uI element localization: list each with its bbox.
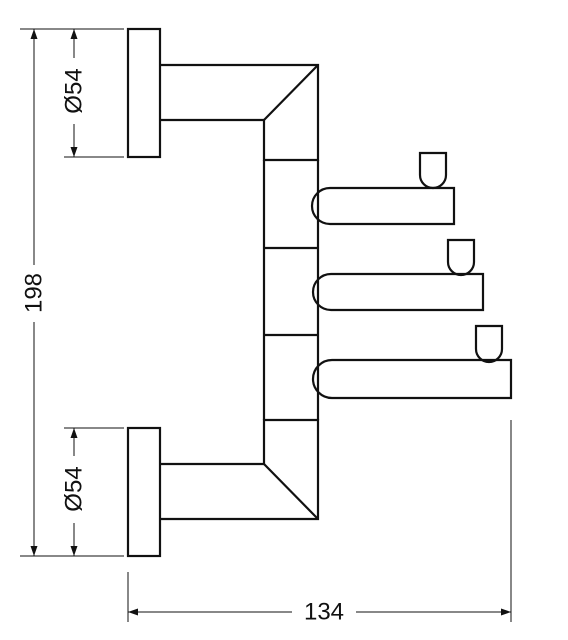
swivel-hook-1: [310, 151, 456, 226]
bottom-wall-flange: [126, 426, 162, 558]
pivot-column: [262, 160, 320, 420]
overall-depth-label: 134: [304, 599, 344, 626]
overall-height-label: 198: [21, 273, 48, 313]
bottom-arm: [160, 418, 320, 521]
bottom-arm-miter: [263, 463, 319, 520]
swivel-hook-2: [311, 238, 485, 312]
top-arm: [160, 63, 320, 162]
top-arm-miter: [263, 64, 319, 121]
top-flange-diameter-label: Ø54: [61, 68, 88, 113]
top-wall-flange: [126, 27, 162, 159]
swivel-hook-3: [311, 324, 513, 400]
bottom-flange-diameter-label: Ø54: [61, 466, 88, 511]
